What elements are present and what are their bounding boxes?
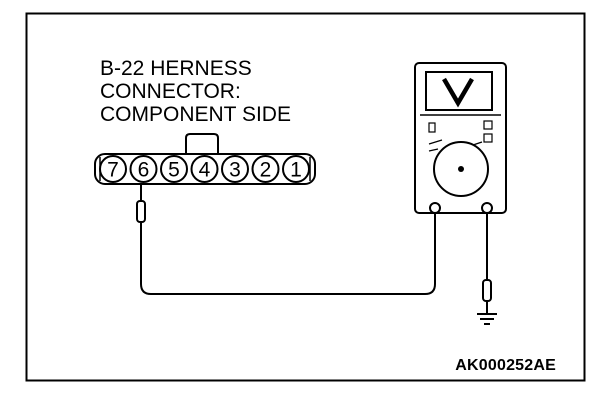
connector-pin-5 (160, 155, 188, 183)
connector-pin-2 (251, 155, 280, 183)
connector-pin-label: 3 (229, 159, 241, 182)
ground-probe-tip (482, 279, 492, 302)
title-line: CONNECTOR: (100, 80, 241, 103)
connector-pin-label: 5 (168, 159, 180, 182)
connector-pin-label: 7 (107, 159, 119, 182)
title-line: B-22 HERNESS (100, 57, 252, 80)
meter-indicator-left (428, 122, 436, 133)
meter-terminal-com (429, 202, 441, 214)
connector-pin-3 (221, 155, 249, 183)
connector-title: B-22 HERNESS CONNECTOR: COMPONENT SIDE (100, 57, 291, 126)
voltmeter-v-icon (442, 77, 474, 108)
connector-pin-4 (190, 155, 219, 183)
ground-symbol-icon (477, 313, 497, 325)
connector-pin-label: 1 (290, 159, 302, 182)
connector-pin-label: 6 (138, 159, 150, 182)
connector-pin-6 (129, 155, 158, 183)
figure-code: AK000252AE (455, 357, 556, 374)
meter-dial-hub (458, 166, 464, 172)
meter-indicator-right-bottom (483, 133, 493, 143)
meter-indicator-right-top (483, 120, 493, 130)
connector-pin-1 (282, 155, 310, 183)
meter-terminal-v (481, 202, 493, 214)
connector-pin-label: 2 (260, 159, 272, 182)
probe-tip (136, 200, 146, 223)
diagram-frame (25, 12, 586, 382)
title-line: COMPONENT SIDE (100, 103, 291, 126)
connector-pin-7 (99, 155, 127, 183)
probe-lead-wire (140, 212, 436, 295)
connector-pin-label: 4 (199, 159, 211, 182)
